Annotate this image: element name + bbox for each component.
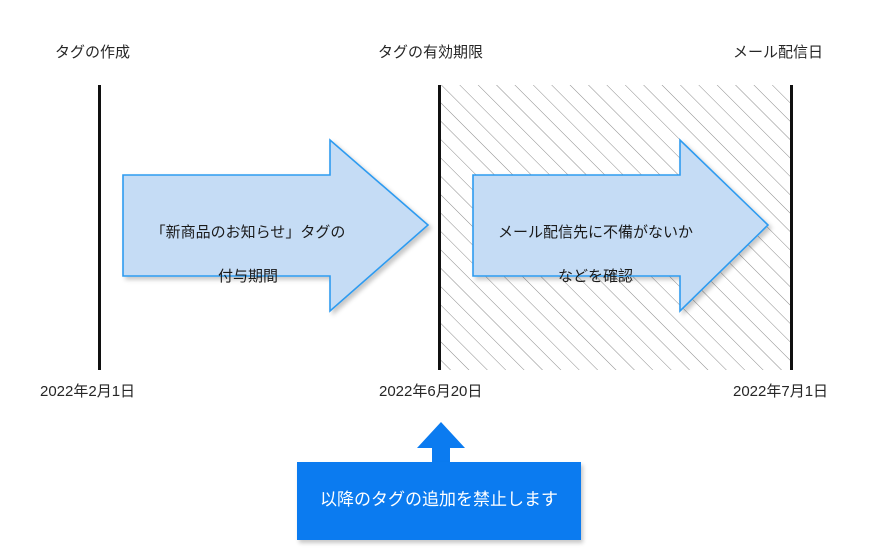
phase-label-line1: 「新商品のお知らせ」タグの [150,224,346,241]
milestone-label-tag-creation: タグの作成 [55,44,131,61]
callout-pointer [410,420,472,468]
phase-arrow-label-mail-check-period: メール配信先に不備がないか などを確認 [483,200,708,288]
phase-label-line2: 付与期間 [217,268,278,285]
right-arrow-icon [472,138,770,313]
right-arrow-icon [122,138,430,313]
callout-box-no-more-tags [297,462,581,540]
milestone-line-tag-expiry [438,85,441,370]
milestone-date-tag-creation: 2022年2月1日 [40,383,136,400]
up-arrow-icon [417,422,465,468]
phase-label-line2: などを確認 [557,268,633,285]
phase-arrow-mail-check-period [468,133,773,318]
milestone-date-mail-delivery: 2022年7月1日 [733,383,829,400]
callout-label-no-more-tags: 以降のタグの追加を禁止します [320,490,558,509]
phase-arrow-label-tag-assignment-period: 「新商品のお知らせ」タグの 付与期間 [133,200,363,288]
milestone-label-mail-delivery: メール配信日 [733,44,824,61]
milestone-label-tag-expiry: タグの有効期限 [378,44,484,61]
phase-arrow-tag-assignment-period [118,133,433,318]
milestone-line-tag-creation [98,85,101,370]
milestone-date-tag-expiry: 2022年6月20日 [379,383,483,400]
milestone-line-mail-delivery [790,85,793,370]
phase-label-line1: メール配信先に不備がないか [497,224,693,241]
